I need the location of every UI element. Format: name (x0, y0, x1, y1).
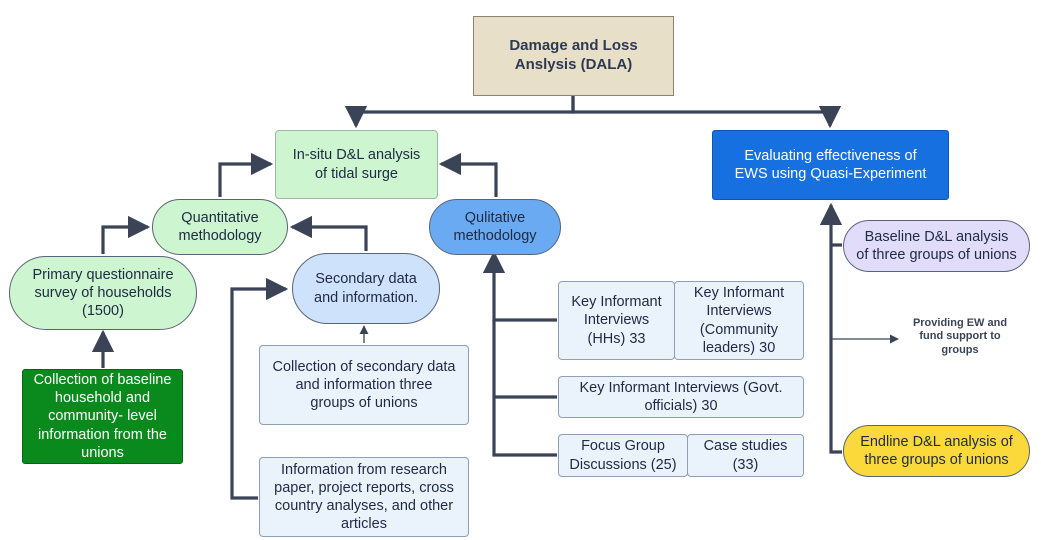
kii-households-label: Key Informant Interviews (HHs) 33 (571, 294, 662, 347)
baseline-analysis-pill: Baseline D&L analysis of three groups of… (843, 220, 1030, 272)
providing-support-label-box: Providing EW and fund support to groups (895, 311, 1025, 363)
collection-baseline-label: Collection of baseline household and com… (33, 372, 172, 461)
endline-analysis-label: Endline D&L analysis of three groups of … (860, 433, 1013, 468)
kii-government-label: Key Informant Interviews (Govt. official… (579, 379, 783, 414)
primary-survey-pill: Primary questionnaire survey of househol… (9, 256, 197, 330)
baseline-analysis-label: Baseline D&L analysis of three groups of… (856, 228, 1017, 263)
collection-secondary-box: Collection of secondary data and informa… (259, 345, 469, 425)
insitu-analysis-label: In-situ D&L analysis of tidal surge (292, 147, 421, 182)
edge-kii-to-qual (482, 250, 557, 322)
edge-fgd (492, 320, 557, 457)
qualitative-methodology-pill: Qulitative methodology (429, 199, 561, 255)
insitu-analysis-box: In-situ D&L analysis of tidal surge (275, 130, 438, 199)
kii-community-label: Key Informant Interviews (Community lead… (693, 285, 785, 356)
collection-secondary-label: Collection of secondary data and informa… (272, 358, 456, 412)
case-studies-box: Case studies (33) (687, 434, 804, 477)
providing-support-label: Providing EW and fund support to groups (912, 317, 1008, 356)
edge-research-to-secondary (230, 277, 289, 500)
secondary-data-pill: Secondary data and information. (292, 253, 440, 324)
kii-households-box: Key Informant Interviews (HHs) 33 (558, 281, 675, 360)
qualitative-methodology-label: Qulitative methodology (453, 209, 537, 244)
dala-title-box: Damage and Loss Anslysis (DALA) (473, 16, 674, 96)
edge-qual-to-insitu (438, 152, 498, 197)
endline-analysis-pill: Endline D&L analysis of three groups of … (843, 425, 1030, 477)
dala-title: Damage and Loss Anslysis (DALA) (509, 37, 638, 73)
kii-community-box: Key Informant Interviews (Community lead… (674, 281, 804, 360)
primary-survey-label: Primary questionnaire survey of househol… (32, 266, 174, 320)
focus-group-label: Focus Group Discussions (25) (569, 438, 677, 473)
focus-group-box: Focus Group Discussions (25) (558, 434, 688, 477)
research-information-box: Information from research paper, project… (259, 457, 469, 537)
quantitative-methodology-label: Quantitative methodology (178, 209, 262, 244)
kii-government-box: Key Informant Interviews (Govt. official… (558, 376, 804, 418)
secondary-data-label: Secondary data and information. (314, 271, 418, 306)
ews-evaluation-label: Evaluating effectiveness of EWS using Qu… (734, 147, 927, 182)
edge-endline-to-ews (819, 202, 843, 454)
quantitative-methodology-pill: Quantitative methodology (152, 199, 288, 255)
edge-dala-to-insitu (344, 96, 575, 129)
collection-baseline-box: Collection of baseline household and com… (22, 369, 183, 464)
research-information-label: Information from research paper, project… (274, 461, 454, 533)
edge-secondary-to-quant (289, 215, 368, 251)
edge-primary-to-quant (101, 215, 151, 254)
case-studies-label: Case studies (33) (703, 438, 788, 473)
edge-dala-to-ews (571, 96, 842, 129)
ews-evaluation-box: Evaluating effectiveness of EWS using Qu… (712, 130, 949, 200)
edge-quant-to-insitu (218, 152, 274, 197)
